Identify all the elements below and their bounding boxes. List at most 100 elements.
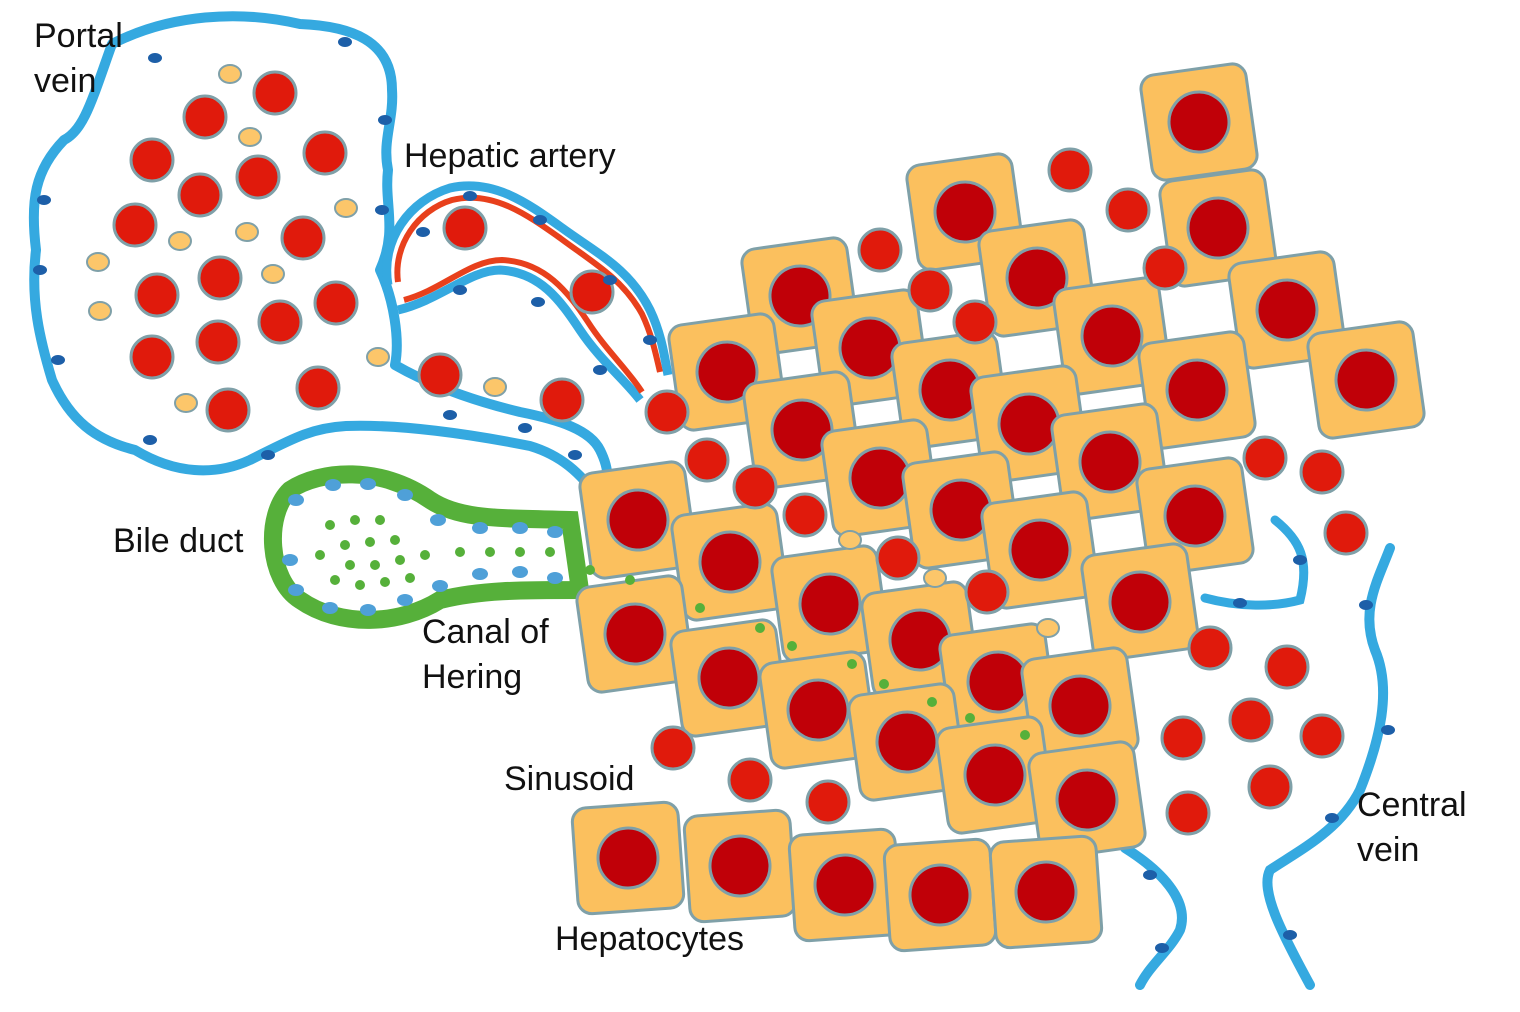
platelets — [86, 64, 1060, 638]
artery-inner-wall — [396, 265, 644, 403]
artery-outer-wall — [382, 181, 673, 376]
hepatocyte-nucleus — [1048, 674, 1112, 738]
bile-duct — [263, 465, 591, 629]
hepatocyte-nucleus — [933, 180, 997, 244]
hepatocyte-nucleus — [1080, 304, 1144, 368]
platelet — [174, 393, 198, 413]
bile-canaliculus-dot — [405, 573, 415, 583]
bile-epithelial-nucleus — [325, 479, 341, 491]
hepatic-artery — [382, 181, 673, 403]
endothelial-nucleus — [261, 450, 275, 460]
bile-canaliculus-dot — [370, 560, 380, 570]
bile-epithelial-nucleus — [547, 526, 563, 538]
endothelial-nucleus — [643, 335, 657, 345]
hepatocyte — [787, 827, 903, 943]
bile-canaliculus-dot — [787, 641, 797, 651]
red-blood-cell — [1242, 435, 1288, 481]
bile-canaliculus-dot — [965, 713, 975, 723]
hepatocyte-nucleus — [603, 602, 667, 666]
hepatocyte-nucleus — [963, 743, 1027, 807]
bile-epithelial-nucleus — [512, 566, 528, 578]
bile-canaliculus-dot — [420, 550, 430, 560]
hepatocyte-nucleus — [695, 340, 759, 404]
red-blood-cell — [1047, 147, 1093, 193]
platelet — [168, 231, 192, 251]
bile-canaliculus-dot — [395, 555, 405, 565]
bile-duct-wall — [263, 465, 591, 629]
platelet — [86, 252, 110, 272]
endothelial-nucleus — [463, 191, 477, 201]
hepatocyte — [1306, 320, 1426, 440]
endothelial-nucleus — [1381, 725, 1395, 735]
red-blood-cell — [195, 319, 241, 365]
hepatocyte — [570, 800, 686, 916]
red-blood-cell — [205, 387, 251, 433]
endothelial-nuclei — [33, 37, 1395, 953]
hepatocyte-nucleus — [798, 572, 862, 636]
bile-dots — [282, 478, 1030, 740]
hepatocyte-nucleus — [770, 398, 834, 462]
endothelial-nucleus — [37, 195, 51, 205]
hepatocyte — [670, 502, 790, 622]
hepatocyte — [1080, 542, 1200, 662]
bile-canaliculus-dot — [927, 697, 937, 707]
hepatocyte — [847, 682, 967, 802]
red-blood-cell — [650, 725, 696, 771]
red-blood-cell — [1165, 790, 1211, 836]
artery-outer-muscle — [394, 194, 663, 373]
red-blood-cell — [1160, 715, 1206, 761]
red-blood-cell — [1323, 510, 1369, 556]
bile-canaliculus-dot — [755, 623, 765, 633]
red-blood-cell — [805, 779, 851, 825]
bile-epithelial-nucleus — [360, 604, 376, 616]
central-vein-wall-bottom — [1120, 843, 1187, 990]
hepatocyte-nucleus — [1163, 484, 1227, 548]
endothelial-nucleus — [1155, 943, 1169, 953]
bile-canaliculus-dot — [879, 679, 889, 689]
red-blood-cell — [1264, 644, 1310, 690]
bile-canaliculus-dot — [847, 659, 857, 669]
red-blood-cell — [539, 377, 585, 423]
endothelial-nucleus — [51, 355, 65, 365]
hepatocyte-nucleus — [1005, 246, 1069, 310]
hepatocyte-nucleus — [1055, 768, 1119, 832]
label-hepatocytes: Hepatocytes — [555, 920, 744, 958]
platelet — [838, 530, 862, 550]
label-portal-vein-line2: vein — [34, 62, 97, 100]
red-blood-cell — [177, 172, 223, 218]
red-blood-cell — [727, 757, 773, 803]
endothelial-nucleus — [568, 450, 582, 460]
hepatocyte — [980, 490, 1100, 610]
bile-canaliculus-dot — [315, 550, 325, 560]
hepatocyte-nucleus — [708, 834, 772, 898]
platelet — [483, 377, 507, 397]
red-blood-cell — [1299, 449, 1345, 495]
red-blood-cell — [569, 269, 615, 315]
hepatocyte-nucleus — [1008, 518, 1072, 582]
endothelial-nucleus — [453, 285, 467, 295]
hepatocyte-nucleus — [908, 863, 972, 927]
bile-epithelial-nucleus — [397, 489, 413, 501]
hepatocyte — [1139, 62, 1259, 182]
endothelial-nucleus — [143, 435, 157, 445]
red-blood-cell — [684, 437, 730, 483]
platelet — [366, 347, 390, 367]
platelet — [334, 198, 358, 218]
red-blood-cell — [257, 299, 303, 345]
endothelial-nucleus — [518, 423, 532, 433]
bile-canaliculus-dot — [380, 577, 390, 587]
bile-canaliculus-dot — [485, 547, 495, 557]
red-blood-cell — [875, 535, 921, 581]
hepatocyte-nucleus — [1078, 430, 1142, 494]
endothelial-nucleus — [533, 215, 547, 225]
bile-epithelial-nucleus — [288, 584, 304, 596]
red-blood-cell — [857, 227, 903, 273]
endothelial-nucleus — [443, 410, 457, 420]
label-hepatic-artery: Hepatic artery — [404, 137, 616, 175]
label-central-vein-line1: Central — [1357, 786, 1467, 824]
red-blood-cell — [129, 137, 175, 183]
red-blood-cell — [644, 389, 690, 435]
bile-canaliculus-dot — [330, 575, 340, 585]
endothelial-nucleus — [416, 227, 430, 237]
